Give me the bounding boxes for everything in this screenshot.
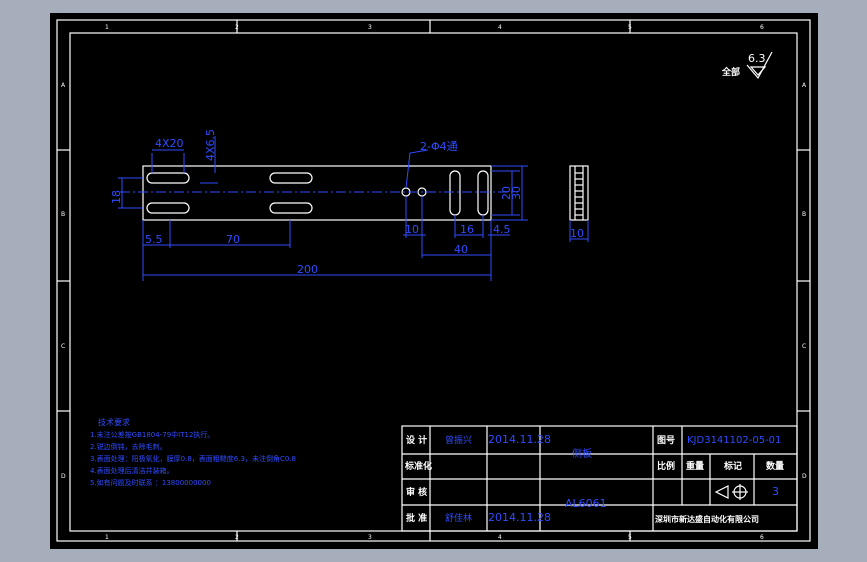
tb-design-date: 2014.11.28	[488, 433, 551, 446]
zone-row-b-left: B	[61, 211, 65, 218]
dim-hole-callout: 2-Φ4通	[420, 140, 458, 153]
notes-line-3: 3.表面处理：阳极氧化，膜厚0.8，表面粗糙度6.3，未注倒角C0.8	[90, 454, 296, 463]
zone-col-3-top: 3	[368, 24, 372, 31]
zone-col-6-top: 6	[760, 24, 764, 31]
dim-slot-spacing: 70	[226, 233, 240, 246]
tb-drawing-no-label: 图号	[657, 435, 675, 446]
notes-line-1: 1.未注公差按GB1804-79中IT12执行。	[90, 430, 214, 439]
dim-slot-height: 4X6.5	[204, 129, 217, 161]
surface-finish-triangle-icon	[749, 66, 767, 76]
tb-approve-date: 2014.11.28	[488, 511, 551, 524]
zone-row-c-left: C	[61, 343, 65, 350]
surface-finish-label: 全部	[721, 66, 740, 78]
tb-design-label: 设 计	[406, 434, 427, 446]
notes-line-5: 5.如有问题及时联系 ：13800000000	[90, 478, 211, 487]
zone-col-6-bottom: 6	[760, 534, 764, 541]
dim-height-18: 18	[110, 190, 123, 204]
tb-standard-label: 标准化	[404, 460, 432, 472]
zone-col-4-bottom: 4	[498, 534, 502, 541]
zone-col-5-top: 5	[628, 24, 632, 31]
title-block-grid	[401, 425, 798, 532]
zone-row-d-right: D	[802, 473, 807, 480]
dim-d20: 20	[500, 186, 513, 200]
zone-row-b-right: B	[802, 211, 806, 218]
tb-part-name: 侧板	[572, 447, 592, 460]
zone-col-2-top: 2	[235, 24, 239, 31]
zone-col-5-bottom: 5	[628, 534, 632, 541]
dim-d10: 10	[405, 223, 419, 236]
zone-col-4-top: 4	[498, 24, 502, 31]
side-view-hatch	[574, 166, 584, 220]
drawing-canvas: 1 2 3 4 5 6 1 2 3 4 5 6 A B C D A B C D …	[56, 19, 811, 542]
zone-row-c-right: C	[802, 343, 806, 350]
dim-total-length: 200	[297, 263, 318, 276]
tb-review-label: 审 核	[406, 486, 427, 498]
tb-approve-label: 批 准	[406, 512, 427, 524]
tb-approver: 舒佳林	[445, 512, 472, 524]
dim-d16: 16	[460, 223, 474, 236]
notes-line-2: 2.锐边倒钝，去除毛刺。	[90, 442, 167, 451]
part-outline	[142, 165, 492, 221]
zone-col-3-bottom: 3	[368, 534, 372, 541]
part-slots	[146, 170, 489, 216]
tb-qty: 3	[772, 485, 779, 498]
notes-line-4: 4.表面处理后清洁并装箱。	[90, 466, 174, 475]
surface-finish-value: 6.3	[748, 52, 766, 65]
dim-side-width: 10	[570, 227, 584, 240]
drawing-sheet: 1 2 3 4 5 6 1 2 3 4 5 6 A B C D A B C D …	[50, 13, 818, 549]
dim-d40: 40	[454, 243, 468, 256]
zone-row-a-left: A	[61, 82, 66, 89]
zone-dividers	[57, 20, 810, 541]
tb-weight-label: 重量	[686, 460, 704, 472]
zone-col-2-bottom: 2	[235, 534, 239, 541]
tb-company: 深圳市新达盛自动化有限公司	[655, 514, 759, 524]
tb-drawing-no: KJD3141102-05-01	[687, 435, 781, 446]
tb-material: AL6061	[565, 497, 607, 510]
projection-symbol-icon	[714, 484, 748, 500]
tb-mark-label: 标记	[723, 460, 742, 472]
dim-left-offset: 5.5	[145, 233, 163, 246]
tb-qty-label: 数量	[766, 460, 784, 472]
notes-title: 技术要求	[98, 417, 130, 427]
dim-d30: 30	[510, 186, 523, 200]
surface-finish-icon	[746, 51, 773, 80]
side-view-outline	[569, 165, 589, 221]
side-view-dim-lines	[569, 220, 589, 242]
zone-col-1-top: 1	[105, 24, 109, 31]
dim-slot-width: 4X20	[155, 137, 184, 150]
dimension-lines	[118, 136, 528, 281]
tb-designer: 曾振兴	[445, 434, 472, 446]
dim-d4-5: 4.5	[493, 223, 511, 236]
zone-row-a-right: A	[802, 82, 807, 89]
zone-col-1-bottom: 1	[105, 534, 109, 541]
tb-scale-label: 比例	[657, 460, 675, 472]
zone-row-d-left: D	[61, 473, 66, 480]
